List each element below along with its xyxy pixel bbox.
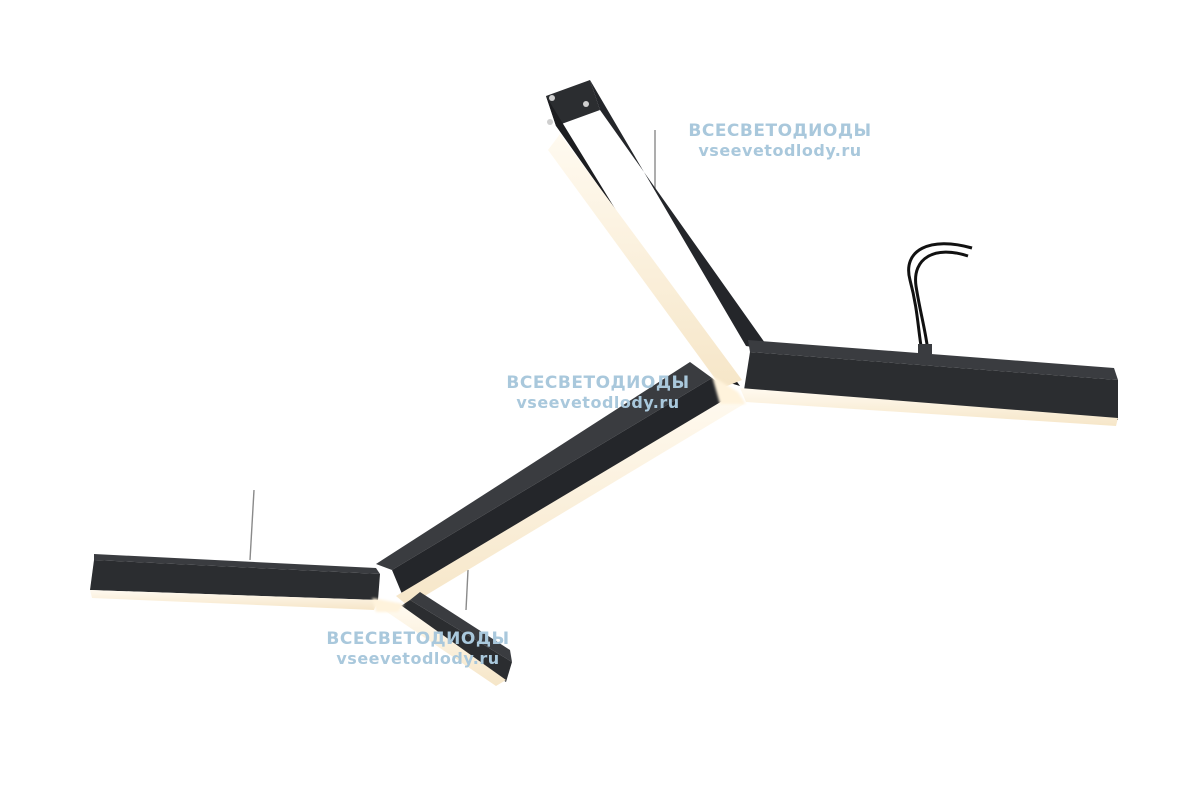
diffuser-lower: [378, 606, 506, 686]
diffuser-top: [548, 134, 742, 388]
screw-3: [547, 119, 553, 125]
lamp-segment-top: [546, 80, 770, 388]
housing-top-cap: [546, 80, 600, 126]
housing-center-top: [376, 362, 712, 570]
housing-center-side: [392, 378, 740, 594]
diffuser-left: [90, 590, 378, 610]
lamp-segment-lower: [378, 592, 512, 686]
power-cable: [907, 242, 973, 353]
suspension-wires: [249, 130, 656, 611]
housing-left-side: [90, 560, 380, 600]
screw-1: [549, 95, 555, 101]
lamp-segment-left: [90, 554, 380, 610]
diffuser-center: [396, 394, 744, 606]
screw-2: [583, 101, 589, 107]
lamp-segment-center: [376, 362, 744, 606]
diffuser-right: [740, 388, 1118, 426]
wire-left-arm: [249, 489, 255, 561]
housing-right-side: [744, 352, 1118, 420]
wire-lower-arm: [465, 569, 469, 611]
lamp-segment-right: [740, 340, 1118, 426]
junction-glow-left: [372, 598, 404, 612]
cable-clamp: [918, 344, 932, 354]
housing-right-top: [748, 340, 1118, 380]
housing-lower-top: [410, 592, 512, 662]
housing-lower-side: [398, 600, 512, 682]
junction-glow-center: [712, 376, 746, 404]
housing-left-top: [94, 554, 380, 574]
